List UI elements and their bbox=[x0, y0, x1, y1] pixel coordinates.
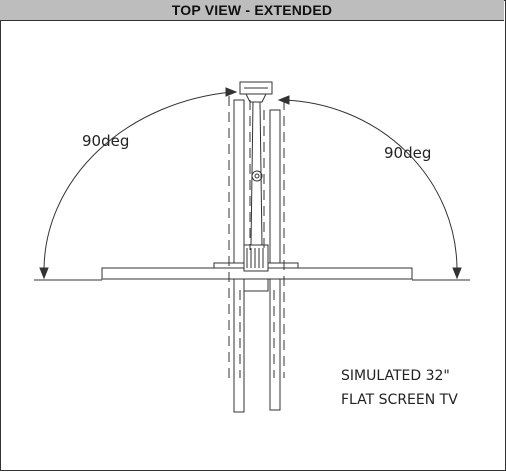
right-rotation-arc bbox=[281, 99, 458, 271]
diagram-header: TOP VIEW - EXTENDED bbox=[0, 0, 504, 21]
left-arc-arrow-top bbox=[225, 87, 238, 97]
right-arc-arrow-bottom bbox=[452, 267, 462, 280]
caption-line-1: SIMULATED 32" bbox=[341, 368, 450, 384]
angle-label-right: 90deg bbox=[384, 144, 431, 162]
tv-rotated-left bbox=[233, 99, 245, 413]
angle-label-left: 90deg bbox=[82, 132, 129, 150]
left-rotation-arc bbox=[43, 91, 233, 271]
caption-line-2: FLAT SCREEN TV bbox=[341, 392, 458, 408]
arm-pivot bbox=[251, 170, 263, 182]
wall-bracket bbox=[245, 93, 267, 103]
arm-left-edge bbox=[250, 101, 254, 246]
arm-pivot-center bbox=[254, 173, 260, 179]
diagram-title: TOP VIEW - EXTENDED bbox=[171, 2, 333, 18]
left-arc-arrow-bottom bbox=[39, 267, 49, 280]
tv-rotated-right bbox=[269, 109, 281, 411]
mount-head bbox=[243, 244, 269, 272]
